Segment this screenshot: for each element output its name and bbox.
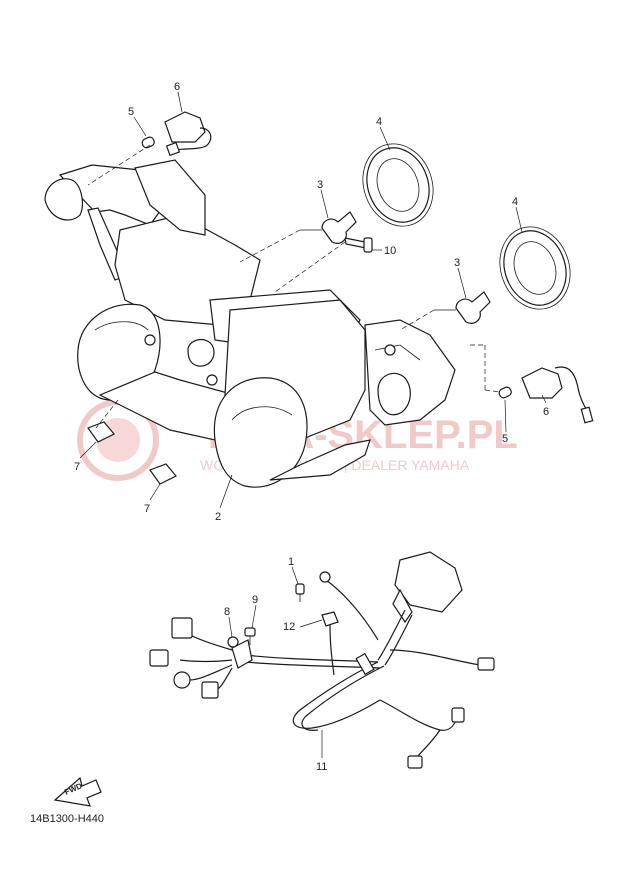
socket-part-6-lower bbox=[521, 366, 594, 424]
pad-part-7-lower bbox=[149, 463, 177, 485]
leader-lines bbox=[79, 91, 547, 758]
screw-part-10 bbox=[344, 237, 373, 253]
callout-4-upper: 4 bbox=[376, 116, 382, 128]
callout-4-lower: 4 bbox=[512, 196, 518, 208]
screw-part-1 bbox=[295, 583, 305, 602]
callout-5-lower: 5 bbox=[502, 433, 508, 445]
collar-part-8 bbox=[227, 636, 239, 648]
callout-3-lower: 3 bbox=[454, 257, 460, 269]
callout-3-upper: 3 bbox=[317, 179, 323, 191]
callout-5-upper: 5 bbox=[128, 106, 134, 118]
callout-10: 10 bbox=[384, 245, 396, 257]
bulb-cover-part-4-upper bbox=[362, 143, 434, 227]
callout-8: 8 bbox=[224, 606, 230, 618]
callout-7-lower: 7 bbox=[144, 503, 150, 515]
callout-7-upper: 7 bbox=[74, 461, 80, 473]
wiring-harness bbox=[149, 551, 495, 769]
small-bulb-part-5-upper bbox=[141, 136, 155, 149]
callout-2: 2 bbox=[215, 511, 221, 523]
headlight-assembly bbox=[44, 159, 456, 488]
callout-6-lower: 6 bbox=[543, 406, 549, 418]
callout-12: 12 bbox=[283, 621, 295, 633]
socket-part-6-upper bbox=[164, 111, 212, 157]
pad-part-7-upper bbox=[87, 421, 115, 443]
bulb-part-3-upper bbox=[300, 211, 357, 244]
small-bulb-part-5-lower bbox=[498, 386, 512, 399]
callout-9: 9 bbox=[252, 594, 258, 606]
bulb-cover-part-4-lower bbox=[499, 226, 571, 310]
callout-1: 1 bbox=[288, 556, 294, 568]
callouts: 6 5 4 4 3 3 10 6 5 7 7 2 1 8 9 12 11 bbox=[74, 81, 549, 773]
callout-11: 11 bbox=[316, 761, 327, 773]
bulb-part-3-lower bbox=[434, 291, 491, 324]
assembly-lines bbox=[87, 144, 501, 429]
callout-6-upper: 6 bbox=[174, 81, 180, 93]
diagram-code: 14B1300-H440 bbox=[30, 813, 104, 825]
fwd-arrow: FWD bbox=[53, 776, 102, 807]
screw-part-9 bbox=[244, 627, 256, 645]
